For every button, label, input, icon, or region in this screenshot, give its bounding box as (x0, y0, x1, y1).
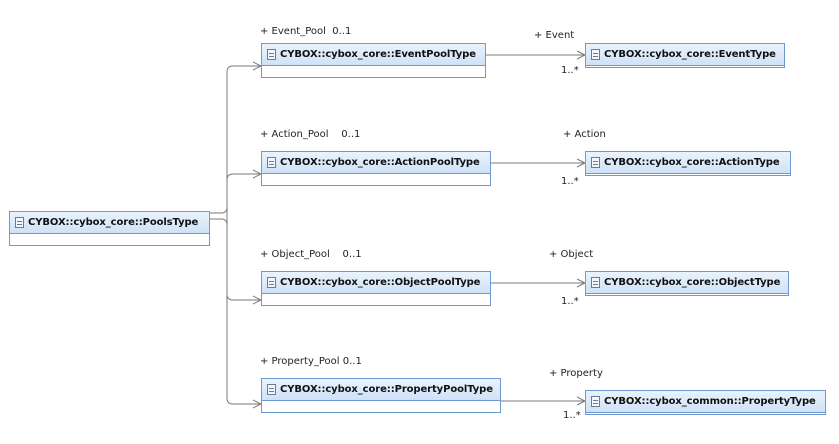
class-icon (267, 384, 276, 395)
class-box-event-type[interactable]: CYBOX::cybox_core::EventType (585, 43, 785, 68)
pool-role-label: + Action_Pool 0..1 (260, 129, 361, 140)
class-box-property-type[interactable]: CYBOX::cybox_common::PropertyType (585, 390, 826, 415)
member-role-label: + Property (549, 368, 603, 379)
multiplicity-label: 1..* (563, 410, 581, 421)
class-icon (15, 217, 24, 228)
class-name: CYBOX::cybox_core::EventPoolType (280, 49, 476, 60)
pool-role-label: + Object_Pool 0..1 (260, 249, 362, 260)
class-icon (267, 49, 276, 60)
class-box-property-pool-type[interactable]: CYBOX::cybox_core::PropertyPoolType (261, 378, 501, 413)
class-icon (591, 49, 600, 60)
class-name: CYBOX::cybox_core::ActionPoolType (280, 157, 480, 168)
class-name: CYBOX::cybox_core::ObjectPoolType (280, 277, 481, 288)
class-box-pools-type[interactable]: CYBOX::cybox_core::PoolsType (9, 211, 210, 246)
class-box-object-pool-type[interactable]: CYBOX::cybox_core::ObjectPoolType (261, 271, 491, 306)
member-role-label: + Event (534, 30, 575, 41)
branch-to-object-pool (226, 293, 261, 301)
class-box-object-type[interactable]: CYBOX::cybox_core::ObjectType (585, 271, 789, 296)
branch-to-event-pool (226, 65, 261, 73)
multiplicity-label: 1..* (561, 176, 579, 187)
class-name: CYBOX::cybox_core::PropertyPoolType (280, 384, 493, 395)
class-box-action-type[interactable]: CYBOX::cybox_core::ActionType (585, 151, 791, 176)
class-icon (591, 396, 600, 407)
pool-role-label: + Event_Pool 0..1 (260, 26, 352, 37)
multiplicity-label: 1..* (561, 65, 579, 76)
class-icon (267, 157, 276, 168)
class-icon (267, 277, 276, 288)
class-icon (591, 157, 600, 168)
root-connector-bracket (210, 206, 228, 226)
multiplicity-label: 1..* (561, 296, 579, 307)
class-name: CYBOX::cybox_common::PropertyType (604, 396, 816, 407)
class-name: CYBOX::cybox_core::ActionType (604, 157, 780, 168)
class-icon (591, 277, 600, 288)
member-role-label: + Action (563, 129, 606, 140)
class-box-event-pool-type[interactable]: CYBOX::cybox_core::EventPoolType (261, 43, 486, 78)
member-role-label: + Object (549, 249, 594, 260)
class-name: CYBOX::cybox_core::EventType (604, 49, 776, 60)
class-box-action-pool-type[interactable]: CYBOX::cybox_core::ActionPoolType (261, 151, 491, 186)
class-name: CYBOX::cybox_core::ObjectType (604, 277, 781, 288)
pool-role-label: + Property_Pool 0..1 (260, 356, 362, 367)
class-name: CYBOX::cybox_core::PoolsType (28, 217, 199, 228)
branch-to-property-pool (226, 397, 261, 405)
branch-to-action-pool (226, 173, 261, 181)
